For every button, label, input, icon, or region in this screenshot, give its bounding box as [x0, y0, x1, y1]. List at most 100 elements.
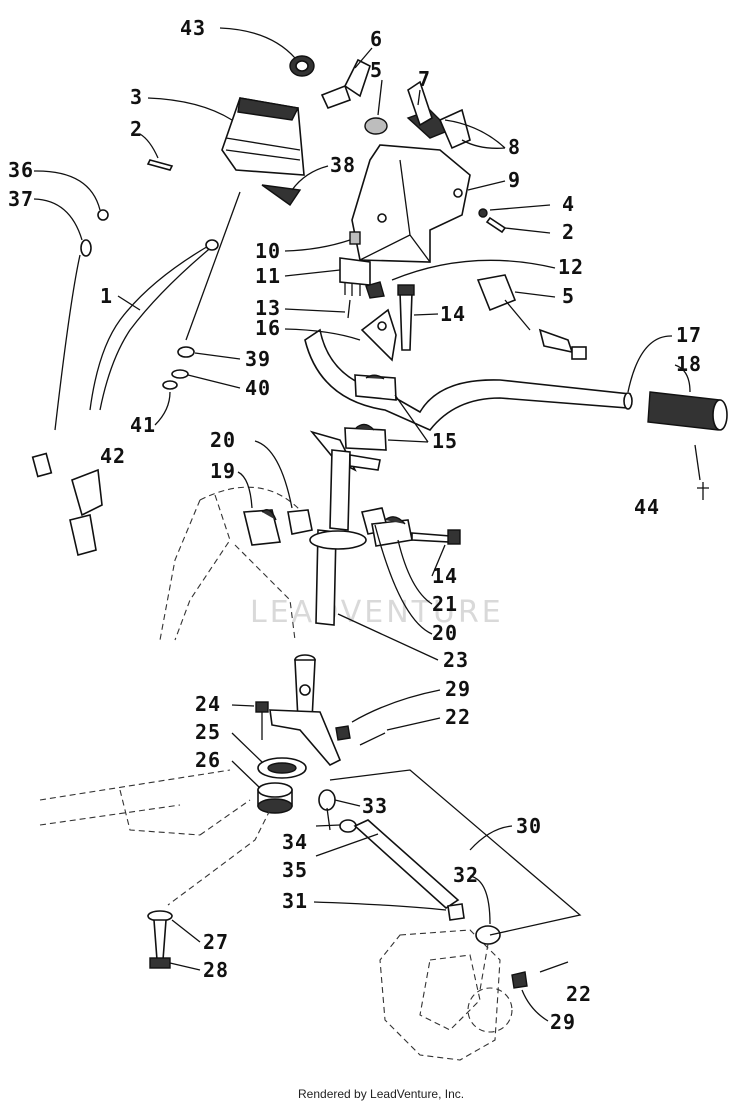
part-8-trim	[407, 80, 471, 150]
callout-38: 38	[330, 153, 356, 177]
callout-39: 39	[245, 347, 271, 371]
part-5-switch	[476, 274, 587, 360]
part-39-grommet	[177, 346, 195, 358]
callout-20-lower: 20	[432, 621, 458, 645]
callout-31: 31	[282, 889, 308, 913]
part-24-bolt	[255, 701, 269, 740]
part-11-connector	[339, 257, 371, 296]
part-6-key	[320, 58, 371, 110]
callout-14-lower: 14	[432, 564, 458, 588]
callout-8: 8	[508, 135, 521, 159]
part-23-steering-post	[309, 430, 381, 626]
part-15-clamp-upper	[354, 374, 397, 401]
callout-24: 24	[195, 692, 221, 716]
spindle-outline	[379, 929, 513, 1061]
callout-18: 18	[676, 352, 702, 376]
callout-4: 4	[562, 192, 575, 216]
part-1-cable	[89, 239, 219, 411]
callout-33: 33	[362, 794, 388, 818]
part-15-clamp-lower	[344, 423, 387, 451]
part-40-washer	[171, 369, 189, 379]
part-25-bearing	[257, 757, 307, 779]
callout-15: 15	[432, 429, 458, 453]
callout-28: 28	[203, 958, 229, 982]
callout-3: 3	[130, 85, 143, 109]
part-16-bracket	[360, 308, 397, 362]
callout-7: 7	[418, 67, 431, 91]
callout-36: 36	[8, 158, 34, 182]
leader-lines	[33, 27, 701, 1022]
part-42-grip-cover	[69, 468, 103, 556]
part-29-nut-upper	[335, 725, 351, 741]
part-lower-steering-post	[269, 654, 342, 766]
part-44-plug	[697, 482, 709, 500]
part-4-washer	[478, 208, 488, 218]
part-37-clip	[31, 239, 92, 478]
callout-30: 30	[516, 814, 542, 838]
footer-credit: Rendered by LeadVenture, Inc.	[298, 1087, 464, 1101]
part-19-bushing	[242, 509, 281, 546]
callout-34: 34	[282, 830, 308, 854]
part-17-handlebar	[304, 328, 633, 431]
callout-22-lower: 22	[566, 982, 592, 1006]
callout-40: 40	[245, 376, 271, 400]
callout-29-lower: 29	[550, 1010, 576, 1034]
part-10-plug	[349, 231, 361, 245]
part-14-bolt-upper	[397, 284, 415, 351]
part-43-grommet	[289, 55, 315, 77]
part-34-jam-nut	[339, 819, 357, 833]
callout-6: 6	[370, 27, 383, 51]
callout-35: 35	[282, 858, 308, 882]
callout-44: 44	[634, 495, 660, 519]
callout-11: 11	[255, 264, 281, 288]
part-26-bushing	[257, 782, 293, 814]
part-41-clip	[162, 380, 178, 390]
part-18-grip	[647, 391, 728, 431]
part-28-bolt	[149, 919, 171, 969]
part-2-screw-right	[485, 216, 507, 234]
part-2-screw-left	[146, 159, 174, 171]
callout-17: 17	[676, 323, 702, 347]
frame-outline-lower	[39, 769, 251, 836]
part-36-switch	[97, 209, 109, 221]
callout-32: 32	[453, 863, 479, 887]
part-21-block	[371, 516, 413, 547]
callout-37: 37	[8, 187, 34, 211]
callout-14: 14	[440, 302, 466, 326]
callout-10: 10	[255, 239, 281, 263]
watermark-text: LEADVENTURE	[250, 595, 504, 630]
part-12-switch	[365, 281, 385, 299]
callout-21: 21	[432, 592, 458, 616]
callout-29-upper: 29	[445, 677, 471, 701]
callout-5-right: 5	[562, 284, 575, 308]
callout-25: 25	[195, 720, 221, 744]
callout-22-upper: 22	[445, 705, 471, 729]
part-9-console	[351, 144, 471, 263]
part-38-cable	[185, 191, 241, 341]
callout-19: 19	[210, 459, 236, 483]
callout-12: 12	[558, 255, 584, 279]
callout-2-right: 2	[562, 220, 575, 244]
part-31-jam-nut	[447, 903, 465, 921]
callout-23: 23	[443, 648, 469, 672]
part-22-cotter-upper	[359, 732, 386, 746]
part-33-tie-rod-end	[318, 789, 336, 831]
part-29-nut-lower	[511, 971, 528, 989]
callout-41: 41	[130, 413, 156, 437]
callout-2: 2	[130, 117, 143, 141]
part-5-nut	[364, 117, 388, 135]
frame-outline-upper	[159, 486, 301, 641]
callout-9: 9	[508, 168, 521, 192]
callout-labels: 43 6 5 7 3 2 8 36 38 9 37 4 2 10 12 11 5…	[8, 16, 702, 1034]
callout-1: 1	[100, 284, 113, 308]
callout-13: 13	[255, 296, 281, 320]
part-22-cotter-lower	[539, 961, 569, 973]
part-14-bolt-lower	[411, 529, 461, 545]
callout-26: 26	[195, 748, 221, 772]
part-20-bushing	[287, 509, 313, 535]
callout-16: 16	[255, 316, 281, 340]
callout-27: 27	[203, 930, 229, 954]
callout-42: 42	[100, 444, 126, 468]
callout-43: 43	[180, 16, 206, 40]
